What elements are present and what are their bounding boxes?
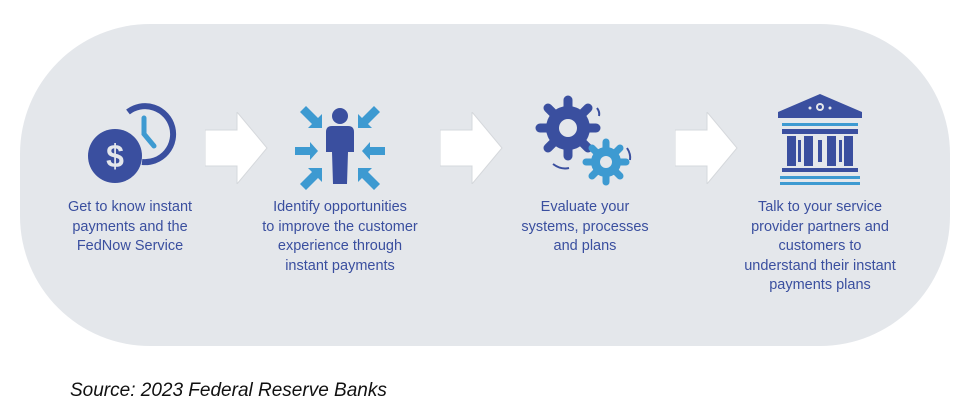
step-1-label: Get to know instant payments and the Fed…: [67, 199, 193, 254]
arrow-right-icon: [205, 112, 268, 184]
dollar-clock-icon: $: [88, 103, 177, 183]
arrow-right-icon: [440, 112, 503, 184]
svg-text:$: $: [106, 138, 124, 174]
bank-building-icon: [778, 94, 862, 185]
step-4-label: Talk to your service provider partners a…: [744, 199, 896, 293]
gears-icon: [535, 95, 632, 186]
arrow-right-icon: [675, 112, 738, 184]
step-3-label: Evaluate your systems, processes and pla…: [521, 199, 649, 254]
person-focus-icon: [295, 106, 385, 190]
source-caption: Source: 2023 Federal Reserve Banks: [70, 380, 387, 401]
step-2-label: Identify opportunities to improve the cu…: [262, 199, 418, 274]
